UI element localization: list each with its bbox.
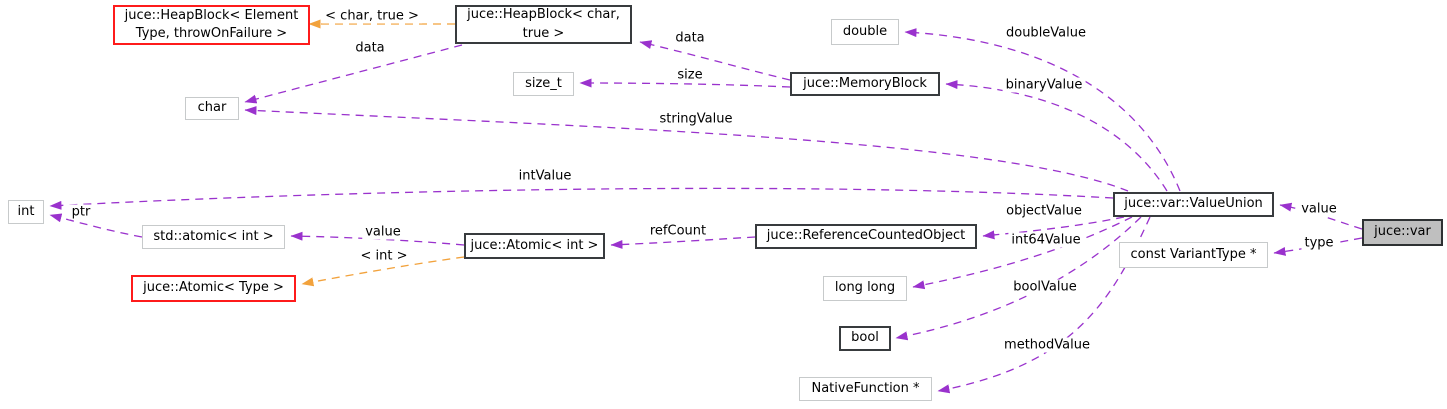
edge-ptr — [49, 213, 143, 238]
edge-ref-count — [610, 236, 756, 249]
edge-label-bool-value: boolValue — [1010, 279, 1080, 295]
node-bool[interactable]: bool — [839, 326, 891, 351]
edge-label-value-var: value — [1298, 201, 1340, 217]
edge-label-type-var: type — [1301, 235, 1337, 251]
edge-value-atomic — [290, 231, 465, 246]
edge-object-value — [982, 216, 1125, 240]
edge-label-method-value: methodValue — [1001, 337, 1093, 353]
node-value-union[interactable]: juce::var::ValueUnion — [1113, 192, 1274, 217]
edge-label-data-heapblock: data — [352, 40, 388, 56]
edge-label-binary-value: binaryValue — [1002, 77, 1086, 93]
node-memory-block[interactable]: juce::MemoryBlock — [790, 72, 940, 96]
edge-label-string-value: stringValue — [656, 111, 736, 127]
node-heapblock-char[interactable]: juce::HeapBlock< char, true > — [455, 5, 632, 44]
node-heapblock-template[interactable]: juce::HeapBlock< Element Type, throwOnFa… — [113, 5, 310, 45]
node-double: double — [831, 19, 899, 45]
edge-label-int64-value: int64Value — [1008, 232, 1084, 248]
node-reference-counted-object[interactable]: juce::ReferenceCountedObject — [755, 224, 977, 249]
edge-label-data-memoryblock: data — [672, 30, 708, 46]
edge-double-value — [904, 28, 1181, 192]
edge-int-value — [49, 187, 1114, 210]
edge-label-ptr: ptr — [68, 204, 94, 220]
edge-label-size: size — [674, 67, 706, 83]
edge-int64-value — [912, 216, 1133, 290]
edge-data-heapblock-char — [244, 44, 463, 104]
node-juce-atomic-int[interactable]: juce::Atomic< int > — [464, 233, 605, 259]
edge-label-object-value: objectValue — [1003, 203, 1085, 219]
edge-template-int — [301, 256, 465, 287]
node-long-long: long long — [823, 276, 907, 301]
node-variant-type: const VariantType * — [1119, 242, 1268, 268]
node-native-function: NativeFunction * — [799, 377, 932, 401]
edge-label-value-atomic: value — [362, 224, 404, 240]
edge-label-template-int: < int > — [357, 248, 411, 264]
edge-label-int-value: intValue — [515, 168, 575, 184]
node-std-atomic-int: std::atomic< int > — [142, 225, 285, 249]
node-char: char — [185, 97, 239, 120]
node-int: int — [8, 200, 44, 224]
node-size-t: size_t — [513, 72, 574, 96]
edge-string-value — [244, 106, 1129, 192]
edge-size — [579, 78, 791, 88]
edge-binary-value — [945, 80, 1168, 192]
edge-label-template-char-true: < char, true > — [322, 8, 422, 24]
node-juce-atomic-type[interactable]: juce::Atomic< Type > — [131, 275, 296, 302]
edge-label-double-value: doubleValue — [1002, 25, 1090, 41]
node-var: juce::var — [1362, 219, 1443, 246]
edge-label-ref-count: refCount — [646, 223, 710, 239]
edge-data-memoryblock — [639, 40, 791, 81]
